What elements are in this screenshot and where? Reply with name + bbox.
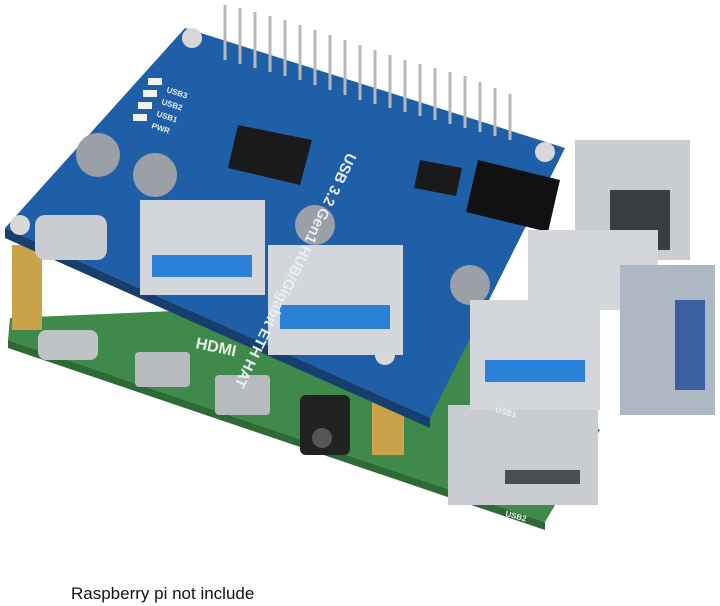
mounting-hole [10, 215, 30, 235]
capacitor [295, 205, 335, 245]
usb-a-port-4 [470, 300, 600, 410]
hat-board [5, 28, 565, 418]
capacitor [450, 265, 490, 305]
caption: Raspberry pi not include [71, 584, 255, 603]
hat-usb-c-port [35, 215, 107, 260]
capacitor [133, 153, 177, 197]
mounting-hole [182, 28, 202, 48]
audio-jack-hole [312, 428, 332, 448]
product-photo: HDMI USB2 USB3 USB2 USB1 PWR [5, 5, 715, 530]
pi-hdmi-port-2 [215, 375, 270, 415]
pi-usb-c-port [38, 330, 98, 360]
status-leds [133, 78, 162, 121]
mounting-hole [535, 142, 555, 162]
pi-ethernet-led [675, 300, 705, 390]
transformer-chip [466, 160, 560, 232]
usb-a-port-2 [268, 245, 403, 355]
hub-chip [228, 125, 312, 185]
pi-usb-stack [448, 405, 598, 505]
capacitor [76, 133, 120, 177]
eth-chip [414, 160, 462, 196]
pi-usb-slot [505, 470, 580, 484]
hat-board-edge [5, 228, 430, 428]
usb-a-port-1 [140, 200, 265, 295]
usb-a-port-4-tongue [485, 360, 585, 382]
gpio-header [223, 5, 512, 140]
standoff-left [12, 245, 42, 330]
pi-hdmi-port-1 [135, 352, 190, 387]
raspberry-pi-board-edge [8, 340, 545, 530]
